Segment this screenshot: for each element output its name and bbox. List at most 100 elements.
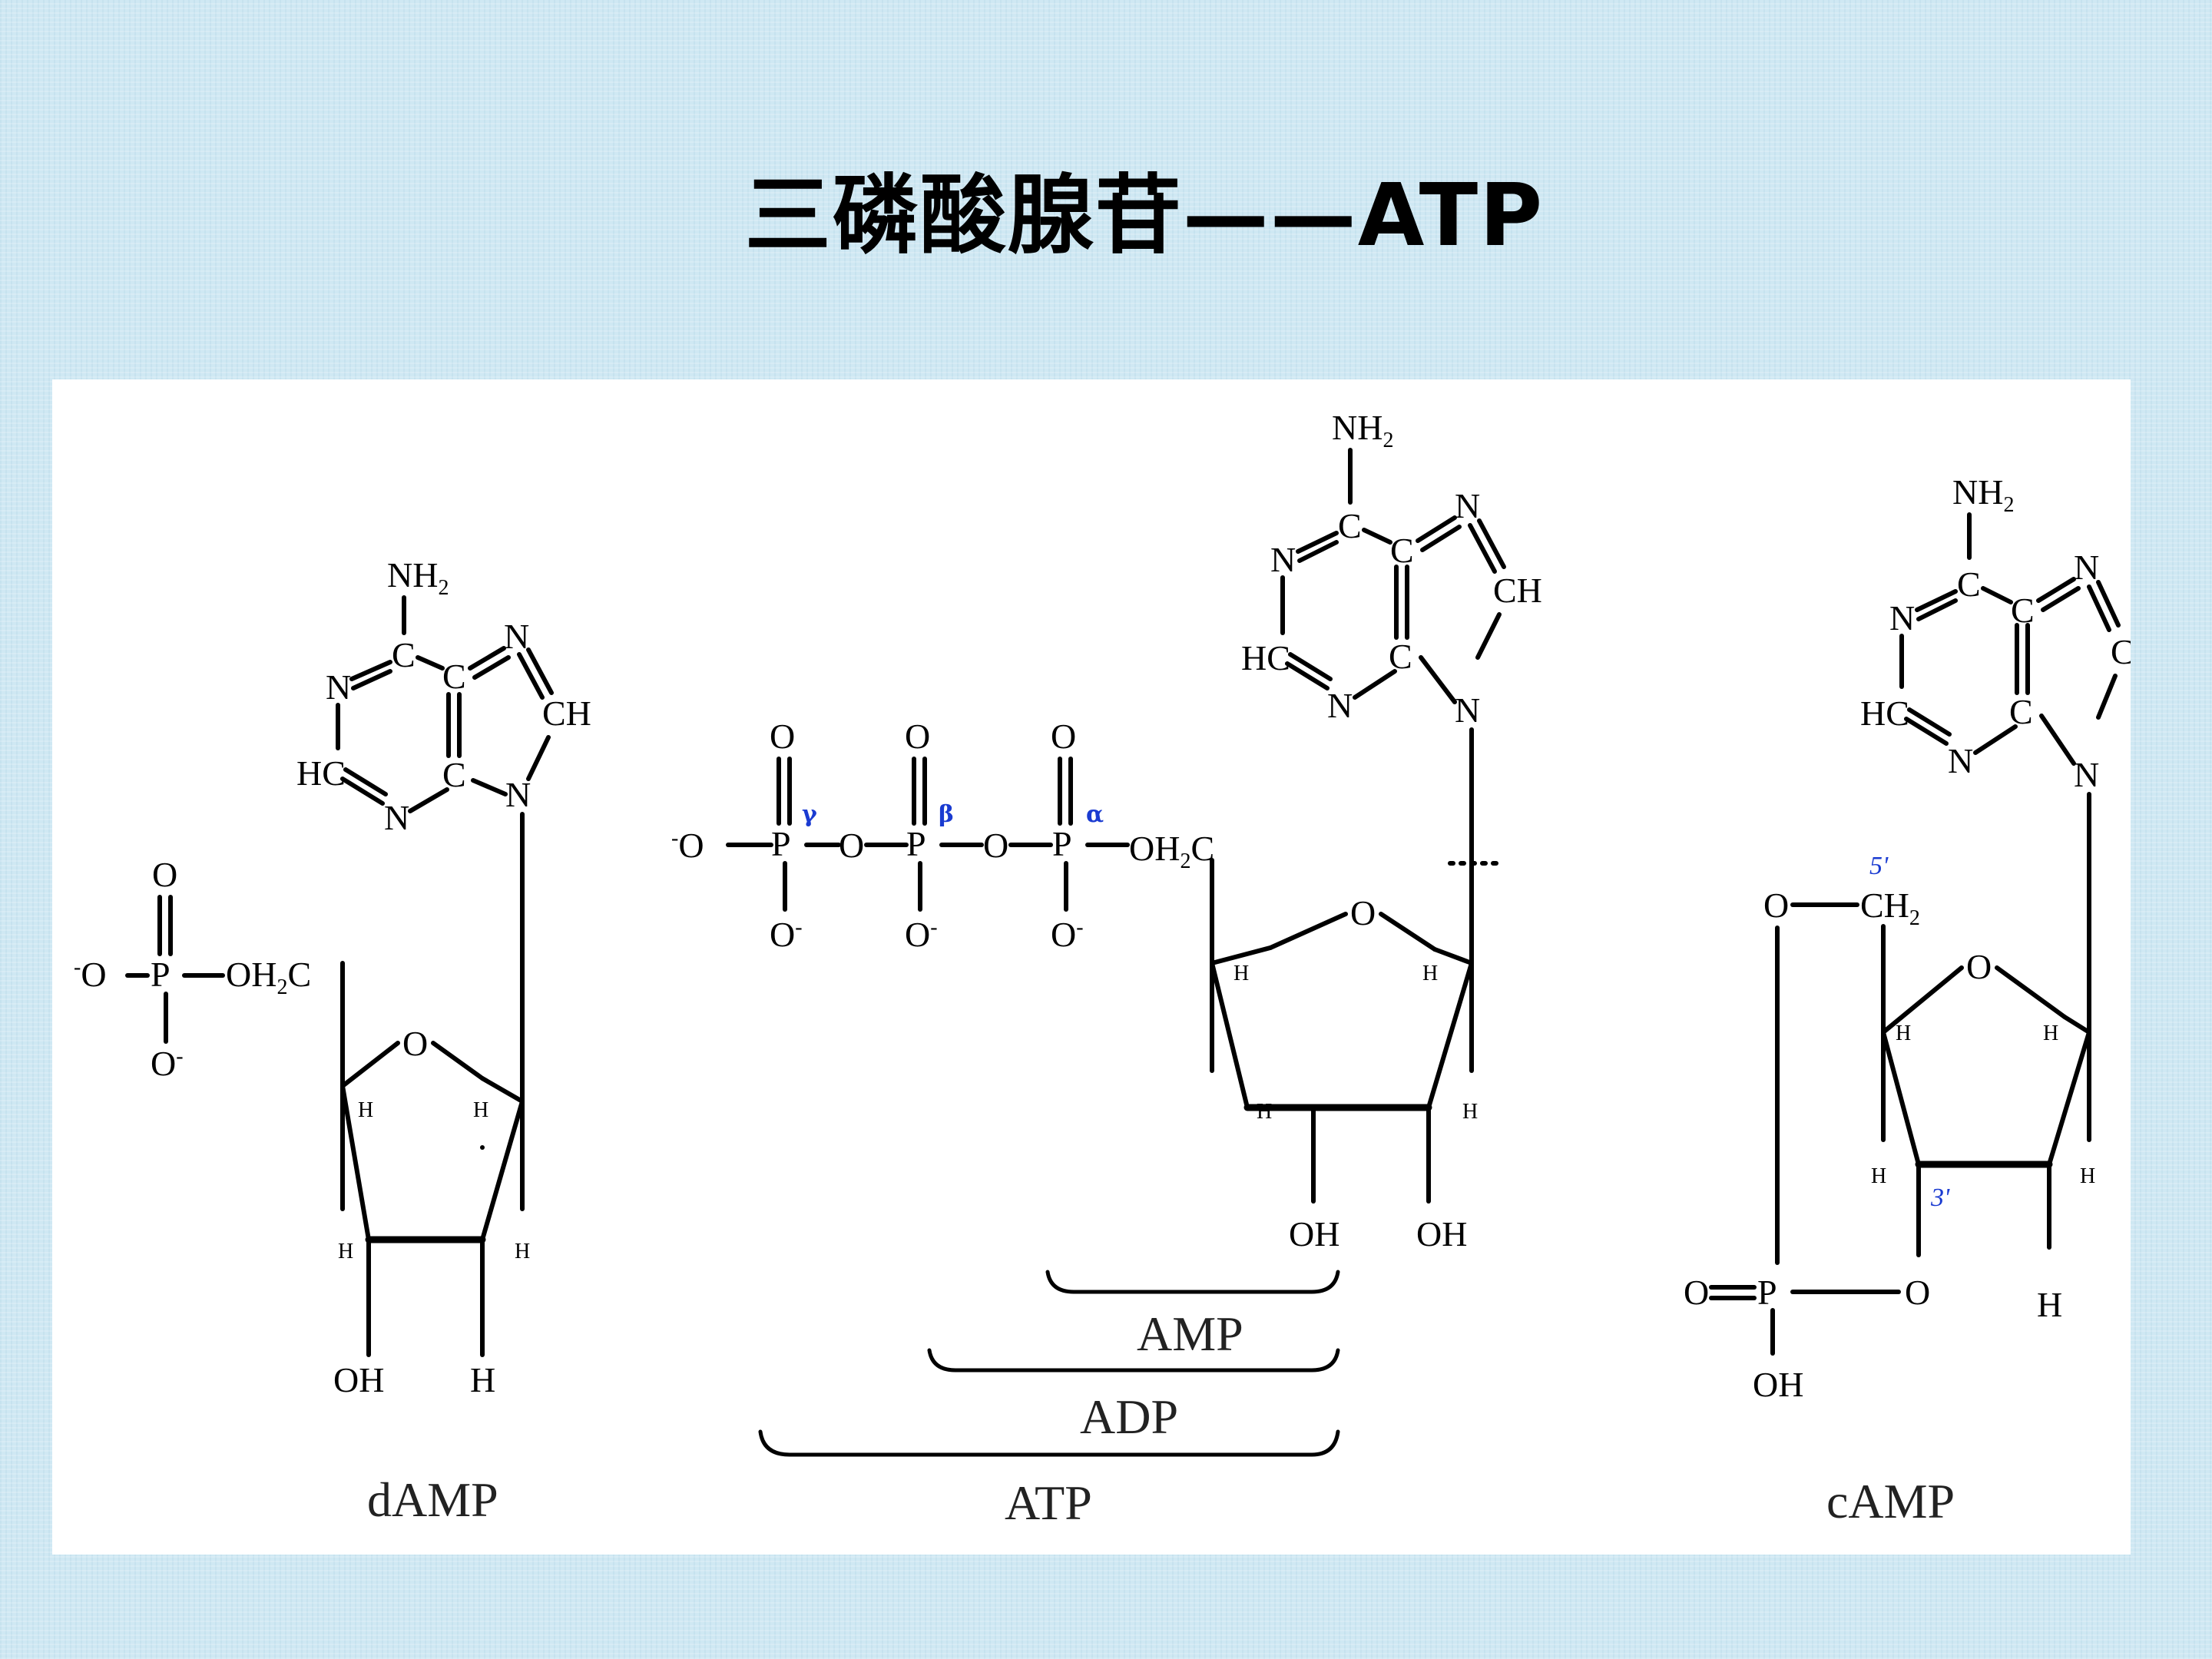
nucleotide-structures-diagram: NH2 C N HC N C C N CH N — [74, 408, 2131, 1530]
atp-pg-o-top: O — [770, 717, 795, 756]
camp-p-oh: OH — [1753, 1365, 1803, 1404]
damp-3-oh: OH — [333, 1360, 384, 1399]
damp-phosphate: O P -O O- — [74, 855, 225, 1083]
camp-h4: H — [1896, 1022, 1911, 1045]
damp-p-o-bottom: O- — [151, 1044, 184, 1083]
adp-caption: ADP — [1080, 1389, 1178, 1444]
atp-pb-o-bottom: O- — [905, 915, 938, 954]
atp-o-bridge-2: O — [983, 826, 1008, 865]
atp-pb-o-top: O — [905, 717, 930, 756]
three-prime-label: 3' — [1930, 1184, 1950, 1212]
gamma-label: γ — [802, 801, 817, 828]
camp-c5: C — [2011, 591, 2035, 630]
atp-n7: N — [1455, 486, 1480, 525]
camp-ch2: CH2 — [1860, 886, 1920, 930]
atp-c6: C — [1338, 506, 1362, 545]
damp-2-h: H — [470, 1360, 495, 1399]
atp-2-oh: OH — [1416, 1214, 1467, 1253]
damp-ring-o: O — [402, 1024, 428, 1063]
camp-o-eq-p: O — [1684, 1273, 1709, 1312]
atp-p-gamma: P — [771, 824, 791, 863]
camp-h1: H — [2043, 1022, 2058, 1045]
camp-n9: N — [2074, 755, 2099, 794]
damp-h1: H — [473, 1098, 488, 1122]
atp-sugar: O H H H H OH OH — [1210, 858, 1478, 1253]
camp-adenine: NH2 C N HC N C C N CH N — [1860, 472, 2131, 794]
camp-ch8: CH — [2111, 632, 2131, 671]
damp-structure: NH2 C N HC N C C N CH N — [74, 555, 591, 1527]
camp-h3: H — [1871, 1164, 1886, 1188]
camp-3-o: O — [1905, 1273, 1930, 1312]
atp-oh2c: OH2C — [1129, 829, 1214, 873]
damp-n7: N — [504, 617, 529, 656]
damp-n9: N — [505, 775, 531, 814]
camp-structure: NH2 C N HC N C C N CH N — [1684, 472, 2131, 1528]
atp-structure: -O O P γ O- O O P β O- O O — [671, 408, 1542, 1530]
camp-c6: C — [1957, 565, 1981, 604]
camp-caption: cAMP — [1826, 1474, 1955, 1528]
atp-pa-o-top: O — [1051, 717, 1076, 756]
atp-h2: H — [1462, 1100, 1478, 1124]
atp-p-beta: P — [906, 824, 926, 863]
damp-h3: H — [338, 1240, 353, 1263]
slide-title: 三磷酸腺苷——ATP — [744, 166, 1545, 266]
atp-n3: N — [1327, 686, 1353, 725]
camp-n3: N — [1948, 741, 1973, 780]
damp-h2: H — [515, 1240, 530, 1263]
atp-pa-o-bottom: O- — [1051, 915, 1084, 954]
atp-h1: H — [1422, 962, 1438, 985]
camp-nh2: NH2 — [1952, 472, 2014, 517]
damp-ch8: CH — [542, 694, 591, 733]
camp-n1: N — [1889, 598, 1915, 637]
atp-hc2: HC — [1241, 638, 1290, 677]
atp-caption: ATP — [1005, 1475, 1092, 1530]
camp-5-o: O — [1763, 886, 1789, 925]
atp-h4: H — [1233, 962, 1249, 985]
adp-brace — [927, 1348, 1340, 1373]
damp-adenine: NH2 C N HC N C C N CH N — [296, 555, 591, 837]
camp-sugar: 5' O CH2 O H H H H 3' H O — [1763, 852, 2095, 1324]
camp-ring-o: O — [1966, 947, 1992, 986]
amp-caption: AMP — [1137, 1306, 1243, 1361]
five-prime-label: 5' — [1869, 852, 1889, 880]
damp-c5: C — [442, 657, 466, 696]
damp-p: P — [151, 955, 171, 994]
atp-ring-o: O — [1350, 893, 1376, 932]
damp-caption: dAMP — [367, 1472, 498, 1527]
atp-n1: N — [1270, 540, 1296, 579]
atp-ch8: CH — [1493, 571, 1542, 610]
atp-triphosphate: -O O P γ O- O O P β O- O O — [671, 717, 1214, 954]
camp-p: P — [1757, 1273, 1777, 1312]
damp-nh2: NH2 — [387, 555, 449, 600]
amp-brace — [1045, 1270, 1340, 1294]
atp-p-alpha: P — [1052, 824, 1072, 863]
atp-o-bridge-1: O — [839, 826, 864, 865]
atp-c4: C — [1389, 637, 1412, 676]
damp-c4: C — [442, 755, 466, 794]
camp-h2: H — [2080, 1164, 2095, 1188]
alpha-label: α — [1086, 801, 1104, 828]
camp-phosphate: O P OH — [1684, 926, 1901, 1404]
atp-3-oh: OH — [1289, 1214, 1339, 1253]
camp-hc2: HC — [1860, 694, 1909, 733]
damp-n3: N — [384, 798, 409, 837]
damp-n1: N — [326, 667, 351, 707]
atp-brace — [758, 1429, 1340, 1457]
atp-c5: C — [1390, 531, 1414, 570]
camp-2-h: H — [2037, 1285, 2062, 1324]
camp-c4: C — [2009, 692, 2033, 731]
damp-p-o-left: -O — [74, 955, 107, 994]
damp-h4: H — [358, 1098, 373, 1122]
damp-sugar: O H H H H OH H — [333, 1024, 530, 1399]
atp-o-terminal: -O — [671, 826, 704, 865]
atp-h3: H — [1257, 1100, 1272, 1124]
damp-c6: C — [392, 635, 416, 674]
atp-nh2: NH2 — [1332, 408, 1393, 452]
diagram-panel: NH2 C N HC N C C N CH N — [52, 379, 2131, 1555]
atp-pg-o-bottom: O- — [770, 915, 803, 954]
damp-hc2: HC — [296, 753, 346, 793]
atp-n9: N — [1455, 690, 1480, 730]
atp-adenine: NH2 C N HC N C C N CH N — [1241, 408, 1542, 730]
damp-oh2c: OH2C — [226, 955, 311, 999]
beta-label: β — [939, 801, 954, 828]
